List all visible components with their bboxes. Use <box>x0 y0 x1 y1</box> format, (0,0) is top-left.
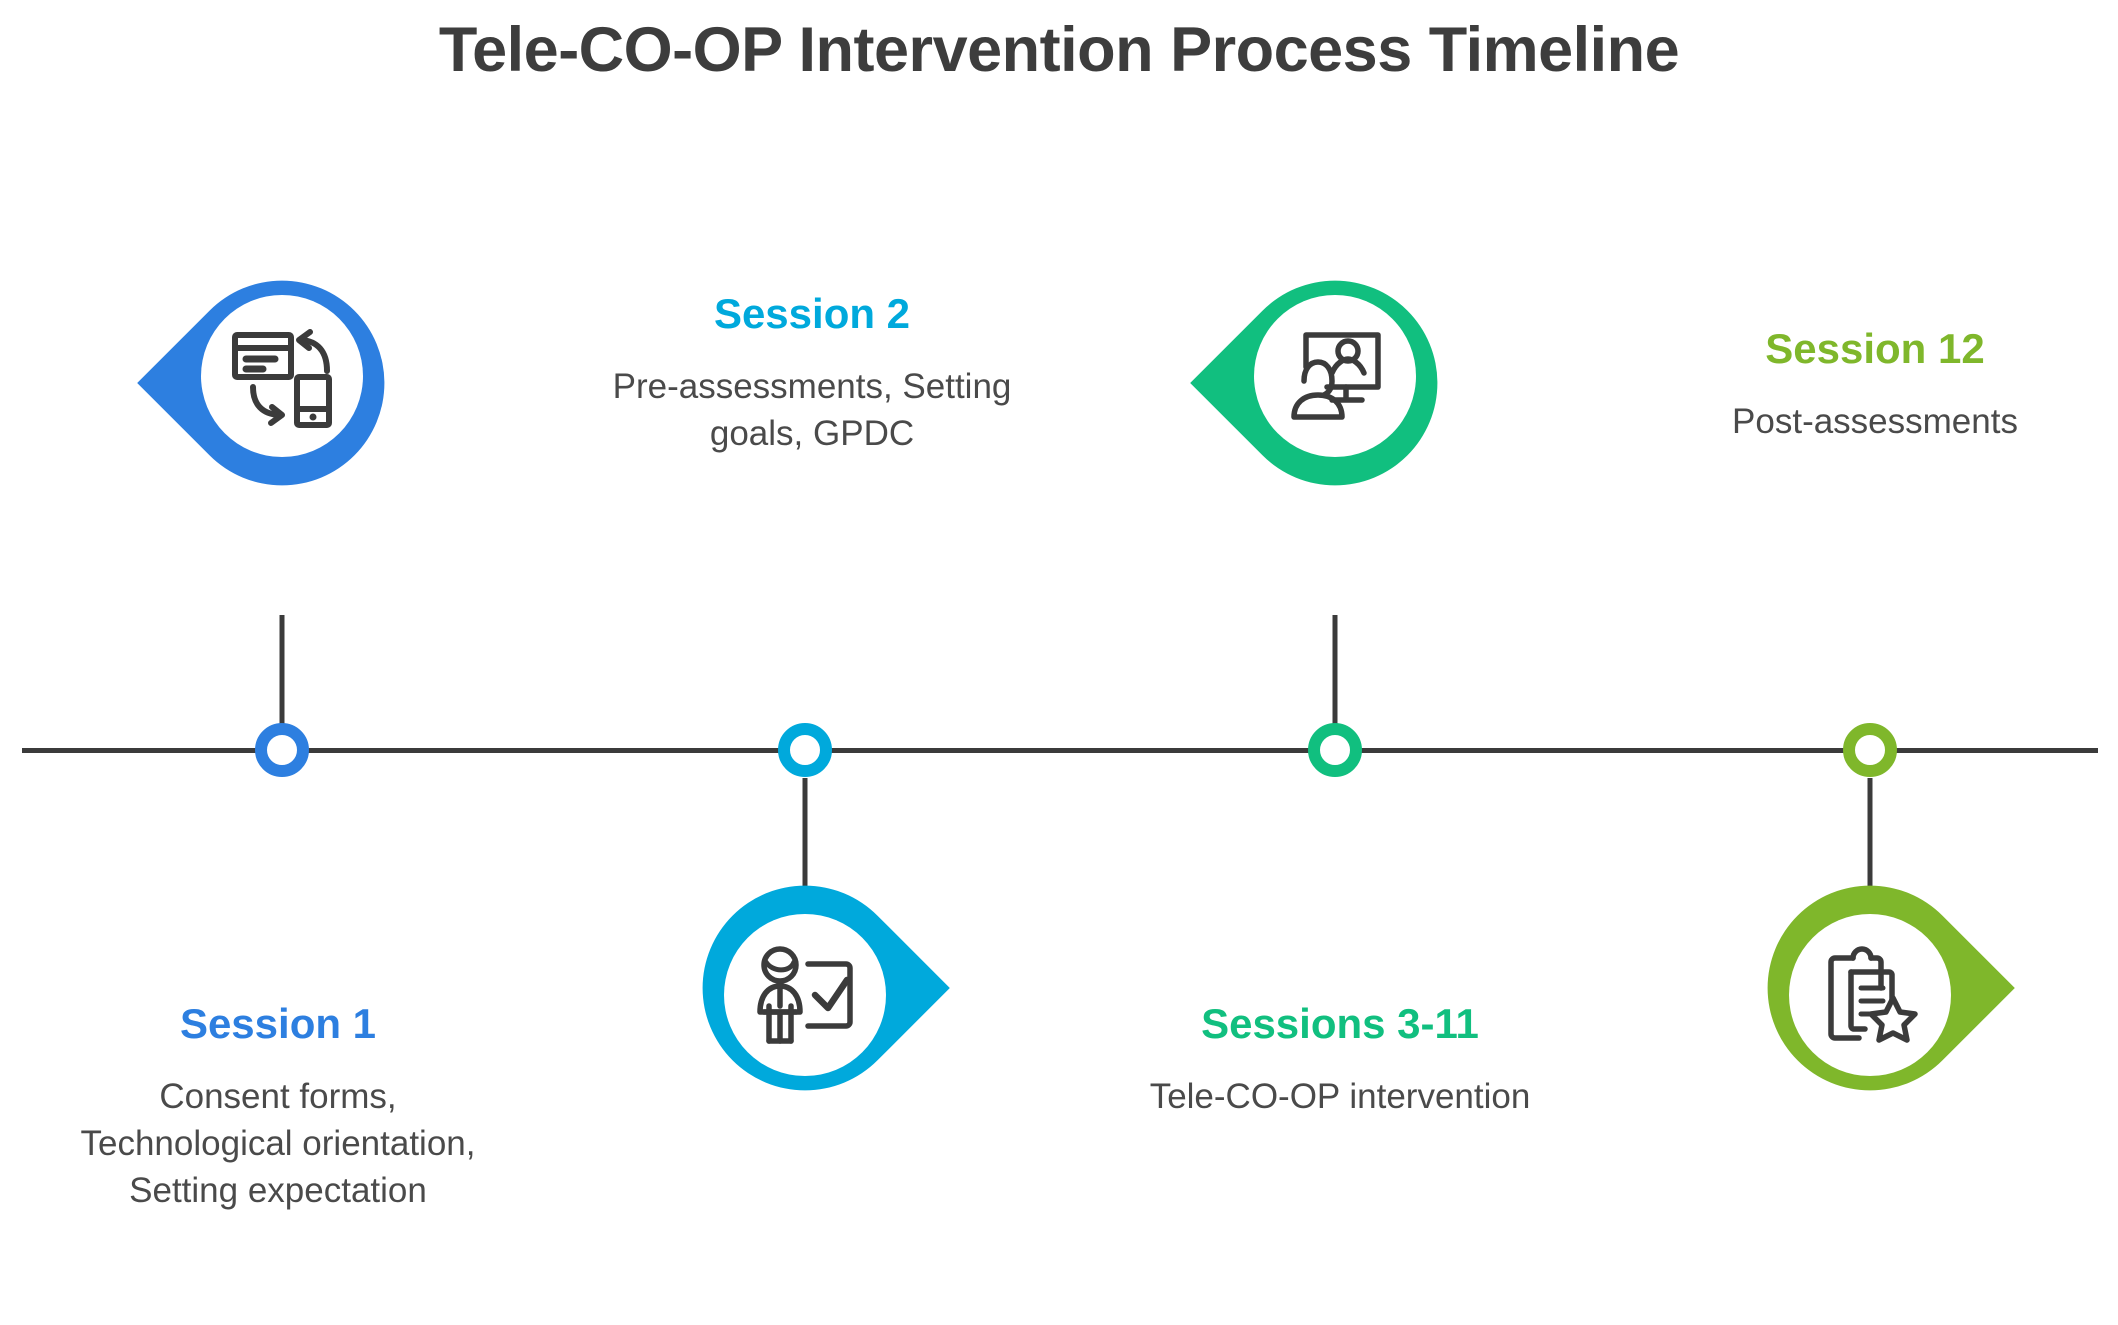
connector-stem-session-1 <box>279 615 285 725</box>
timeline-axis <box>22 748 2098 753</box>
person-checklist-icon <box>750 940 860 1050</box>
clipboard-star-icon <box>1815 940 1925 1050</box>
device-sync-icon <box>227 321 337 431</box>
heading-session-2: Session 2 <box>713 290 911 337</box>
label-sessions-3-11: Sessions 3-11 Tele-CO-OP intervention <box>1060 1000 1620 1121</box>
heading-session-12: Session 12 <box>1765 325 1985 372</box>
heading-session-1: Session 1 <box>179 1000 377 1047</box>
description-sessions-3-11: Tele-CO-OP intervention <box>1149 1077 1531 1117</box>
timeline-node-sessions-3-11[interactable] <box>1308 723 1362 777</box>
marker-session-1[interactable] <box>137 238 427 528</box>
connector-stem-sessions-3-11 <box>1332 615 1338 725</box>
description-session-2: Pre-assessments, Setting goals, GPDC <box>612 367 1012 454</box>
pin-inner-circle-session-1 <box>201 295 363 457</box>
description-session-1: Consent forms, Technological orientation… <box>80 1077 476 1211</box>
timeline-node-session-12[interactable] <box>1843 723 1897 777</box>
page-title: Tele-CO-OP Intervention Process Timeline <box>438 15 1680 85</box>
marker-session-12[interactable] <box>1725 843 2015 1133</box>
connector-stem-session-2 <box>802 778 808 888</box>
label-session-2: Session 2 Pre-assessments, Setting goals… <box>577 290 1047 458</box>
marker-sessions-3-11[interactable] <box>1190 238 1480 528</box>
telehealth-video-icon <box>1280 321 1390 431</box>
pin-inner-circle-session-12 <box>1789 914 1951 1076</box>
marker-session-2[interactable] <box>660 843 950 1133</box>
pin-inner-circle-sessions-3-11 <box>1254 295 1416 457</box>
pin-inner-circle-session-2 <box>724 914 886 1076</box>
connector-stem-session-12 <box>1867 778 1873 888</box>
label-session-1: Session 1 Consent forms, Technological o… <box>63 1000 493 1215</box>
description-session-12: Post-assessments <box>1732 402 2018 442</box>
timeline-node-session-2[interactable] <box>778 723 832 777</box>
label-session-12: Session 12 Post-assessments <box>1605 325 2118 446</box>
heading-sessions-3-11: Sessions 3-11 <box>1201 1000 1479 1047</box>
timeline-node-session-1[interactable] <box>255 723 309 777</box>
